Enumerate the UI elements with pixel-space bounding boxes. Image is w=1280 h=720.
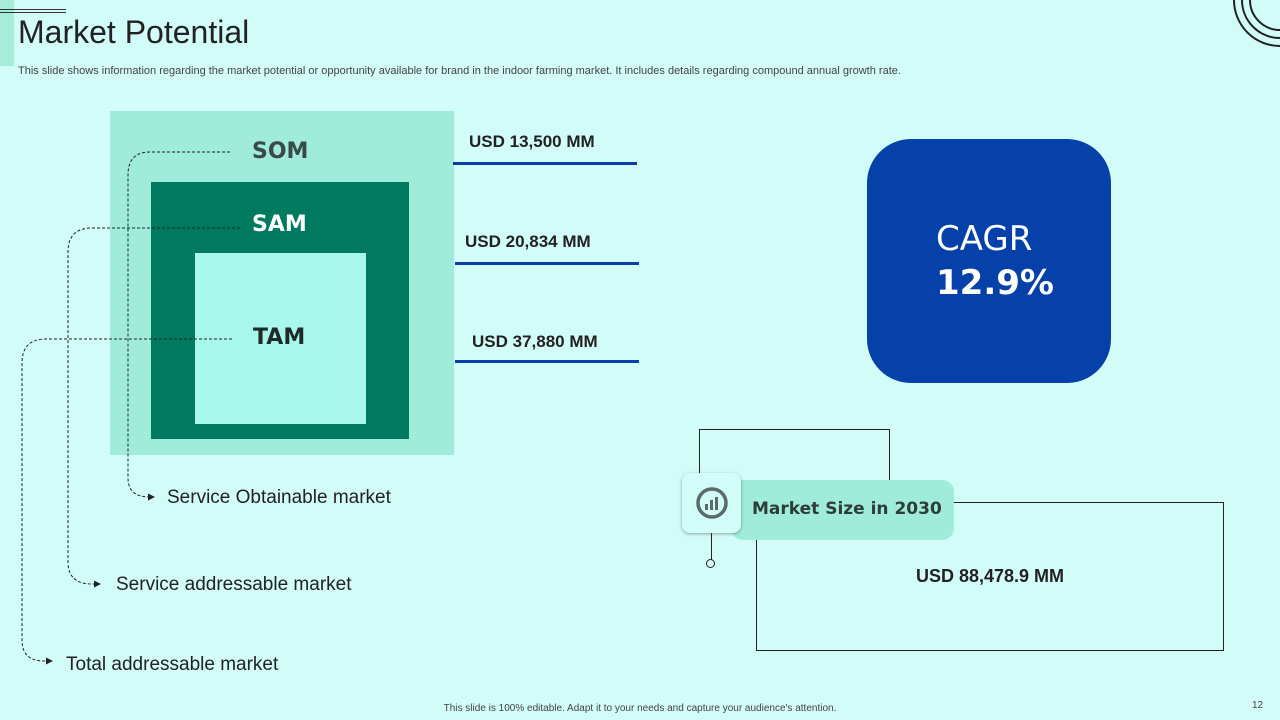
page-subtitle: This slide shows information regarding t… (18, 65, 901, 77)
som-description: Service Obtainable market (167, 487, 391, 508)
market-size-outline-box (756, 502, 1224, 651)
tam-value: USD 37,880 MM (472, 332, 598, 351)
accent-bar (0, 0, 14, 66)
sam-value: USD 20,834 MM (465, 232, 591, 251)
page-title: Market Potential (18, 14, 250, 50)
footer-note: This slide is 100% editable. Adapt it to… (443, 703, 837, 714)
market-size-label: Market Size in 2030 (752, 499, 942, 519)
page-number: 12 (1252, 700, 1264, 711)
market-size-icon-tile (682, 473, 741, 533)
sam-label: SAM (252, 212, 307, 237)
market-size-value: USD 88,478.9 MM (915, 566, 1065, 586)
market-size-pill (731, 480, 954, 540)
som-label: SOM (252, 139, 309, 164)
som-value: USD 13,500 MM (469, 132, 595, 151)
market-size-knob (706, 559, 715, 568)
accent-line (0, 9, 66, 13)
cagr-value: 12.9% (936, 263, 1054, 303)
tam-square (195, 253, 366, 424)
chart-icon (696, 487, 728, 519)
tam-value-underline (455, 360, 639, 363)
som-value-underline (453, 162, 637, 165)
cagr-label: CAGR (936, 219, 1033, 259)
tam-description: Total addressable market (66, 654, 279, 675)
market-size-stem (711, 533, 712, 560)
cagr-card: CAGR 12.9% (867, 139, 1111, 383)
sam-value-underline (455, 262, 639, 265)
sam-description: Service addressable market (116, 574, 352, 595)
tam-label: TAM (253, 325, 306, 350)
